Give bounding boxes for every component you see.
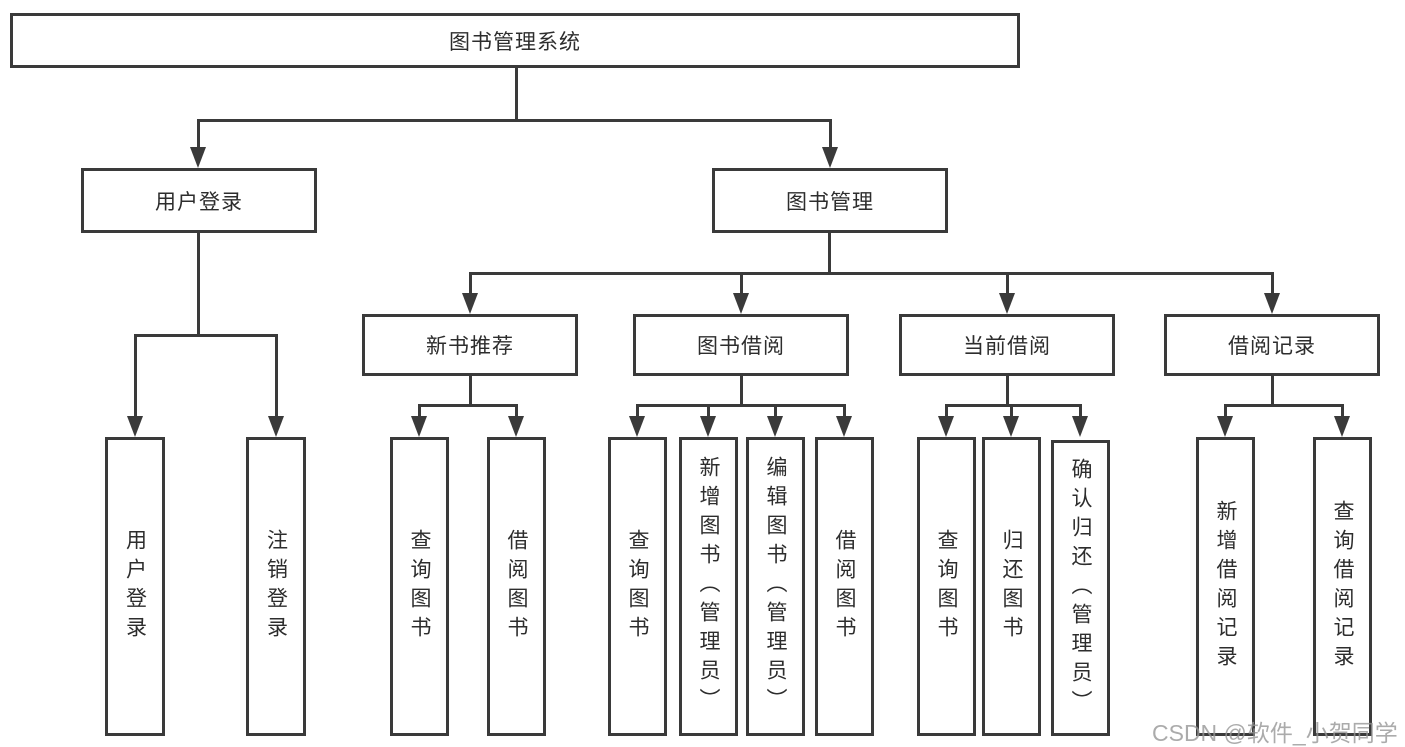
leaf-return-books: 归还图书 xyxy=(982,437,1041,736)
connector-line xyxy=(469,376,472,407)
leaf-add-books-admin: 新增图书（管理员） xyxy=(679,437,738,736)
connector-line xyxy=(945,404,1082,407)
leaf-label: 借阅图书 xyxy=(833,528,856,645)
connector-line xyxy=(774,404,777,418)
leaf-label: 查询图书 xyxy=(408,528,431,645)
node-book-borrow: 图书借阅 xyxy=(633,314,849,376)
connector-line xyxy=(1224,404,1344,407)
connector-line xyxy=(945,404,948,418)
arrow-down-icon xyxy=(836,416,852,437)
leaf-label: 用户登录 xyxy=(123,528,147,645)
leaf-label: 查询图书 xyxy=(935,528,958,645)
arrow-down-icon xyxy=(190,147,206,168)
node-root-label: 图书管理系统 xyxy=(449,30,581,54)
connector-line xyxy=(197,119,200,151)
node-current-borrow: 当前借阅 xyxy=(899,314,1115,376)
connector-line xyxy=(1079,404,1082,418)
arrow-down-icon xyxy=(1264,293,1280,314)
connector-line xyxy=(469,272,472,296)
leaf-query-books-2: 查询图书 xyxy=(608,437,667,736)
arrow-down-icon xyxy=(1334,416,1350,437)
leaf-confirm-return-admin: 确认归还（管理员） xyxy=(1051,440,1110,736)
connector-line xyxy=(1271,376,1274,407)
node-book-management: 图书管理 xyxy=(712,168,948,233)
node-root: 图书管理系统 xyxy=(10,13,1020,68)
leaf-query-books-3: 查询图书 xyxy=(917,437,976,736)
connector-line xyxy=(469,272,1274,275)
node-label: 借阅记录 xyxy=(1228,335,1316,358)
connector-line xyxy=(740,376,743,407)
leaf-label: 借阅图书 xyxy=(505,528,528,645)
connector-line xyxy=(1006,272,1009,296)
node-new-book-recommend: 新书推荐 xyxy=(362,314,578,376)
connector-line xyxy=(829,119,832,151)
leaf-label: 新增借阅记录 xyxy=(1214,499,1237,674)
connector-line xyxy=(1010,404,1013,418)
arrow-down-icon xyxy=(767,416,783,437)
connector-line xyxy=(197,233,200,337)
connector-line xyxy=(418,404,421,418)
leaf-borrow-books-1: 借阅图书 xyxy=(487,437,546,736)
leaf-label: 查询借阅记录 xyxy=(1331,499,1354,674)
node-label: 图书管理 xyxy=(786,190,874,214)
arrow-down-icon xyxy=(508,416,524,437)
connector-line xyxy=(636,404,846,407)
leaf-label: 新增图书（管理员） xyxy=(697,456,720,717)
leaf-borrow-books-2: 借阅图书 xyxy=(815,437,874,736)
leaf-query-books-1: 查询图书 xyxy=(390,437,449,736)
connector-line xyxy=(275,334,278,418)
connector-line xyxy=(197,119,832,122)
leaf-label: 归还图书 xyxy=(1000,528,1023,645)
connector-line xyxy=(843,404,846,418)
node-label: 新书推荐 xyxy=(426,335,514,358)
connector-line xyxy=(134,334,278,337)
arrow-down-icon xyxy=(1217,416,1233,437)
connector-line xyxy=(1224,404,1227,418)
connector-line xyxy=(740,272,743,296)
node-borrow-records: 借阅记录 xyxy=(1164,314,1380,376)
arrow-down-icon xyxy=(700,416,716,437)
connector-line xyxy=(1271,272,1274,296)
arrow-down-icon xyxy=(999,293,1015,314)
node-label: 用户登录 xyxy=(155,190,243,214)
connector-line xyxy=(418,404,518,407)
leaf-add-borrow-record: 新增借阅记录 xyxy=(1196,437,1255,736)
leaf-label: 确认归还（管理员） xyxy=(1069,457,1092,719)
leaf-label: 编辑图书（管理员） xyxy=(764,456,787,717)
arrow-down-icon xyxy=(629,416,645,437)
leaf-query-borrow-record: 查询借阅记录 xyxy=(1313,437,1372,736)
arrow-down-icon xyxy=(411,416,427,437)
csdn-watermark: CSDN @软件_小贺同学 xyxy=(1152,720,1398,746)
connector-line xyxy=(515,68,518,121)
leaf-label: 注销登录 xyxy=(264,528,288,645)
arrow-down-icon xyxy=(1072,416,1088,437)
connector-line xyxy=(1341,404,1344,418)
connector-line xyxy=(1006,376,1009,407)
node-user-login-group: 用户登录 xyxy=(81,168,317,233)
arrow-down-icon xyxy=(822,147,838,168)
leaf-logout: 注销登录 xyxy=(246,437,306,736)
connector-line xyxy=(636,404,639,418)
leaf-edit-books-admin: 编辑图书（管理员） xyxy=(746,437,805,736)
node-label: 图书借阅 xyxy=(697,335,785,358)
arrow-down-icon xyxy=(268,416,284,437)
connector-line xyxy=(134,334,137,418)
arrow-down-icon xyxy=(1003,416,1019,437)
arrow-down-icon xyxy=(938,416,954,437)
arrow-down-icon xyxy=(462,293,478,314)
arrow-down-icon xyxy=(127,416,143,437)
connector-line xyxy=(828,233,831,275)
leaf-user-login: 用户登录 xyxy=(105,437,165,736)
node-label: 当前借阅 xyxy=(963,335,1051,358)
connector-line xyxy=(515,404,518,418)
connector-line xyxy=(707,404,710,418)
leaf-label: 查询图书 xyxy=(626,528,649,645)
arrow-down-icon xyxy=(733,293,749,314)
